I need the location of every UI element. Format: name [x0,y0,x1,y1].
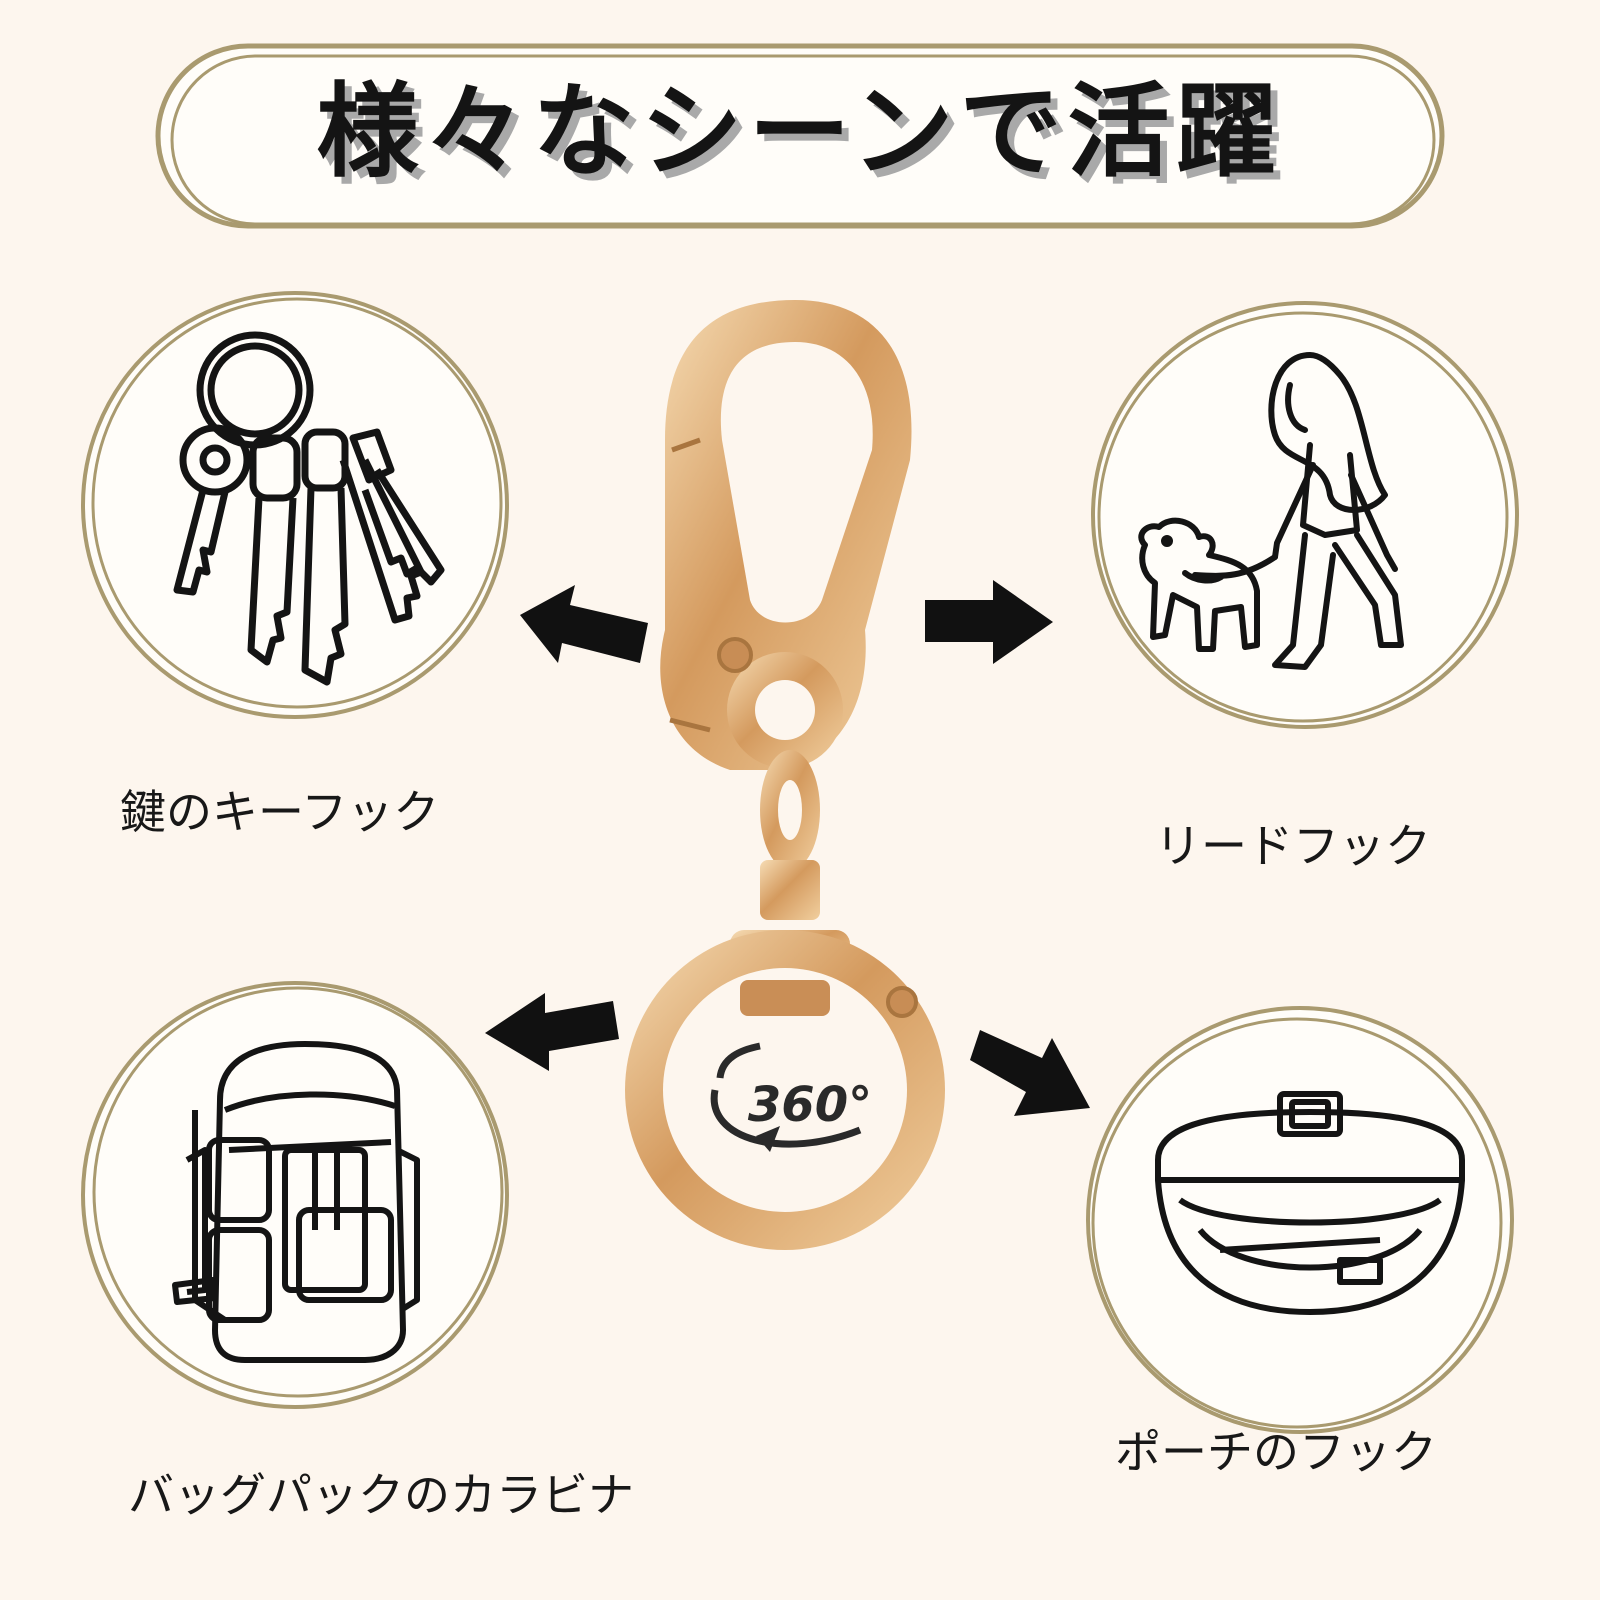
page-title: 様々なシーンで活躍 [316,73,1284,192]
waist-pouch-icon [1155,1091,1465,1315]
label-keys: 鍵のキーフック [120,785,440,839]
label-pouch: ポーチのフック [1115,1425,1437,1479]
arrow-right-top [925,580,1053,664]
rotation-badge: 360° [747,1077,873,1133]
keys-icon [173,331,445,686]
backpack-icon [172,1041,420,1363]
gold-swivel-snap-hook [625,300,945,1250]
label-backpack: バッグパックのカラビナ [128,1468,634,1522]
arrow-left-top [520,585,648,663]
label-dog: リードフック [1155,819,1431,873]
title-banner [155,43,1445,229]
arrow-left-bottom [485,993,619,1071]
arrow-right-bottom [970,1030,1090,1116]
dog-walking-icon [1138,352,1404,670]
